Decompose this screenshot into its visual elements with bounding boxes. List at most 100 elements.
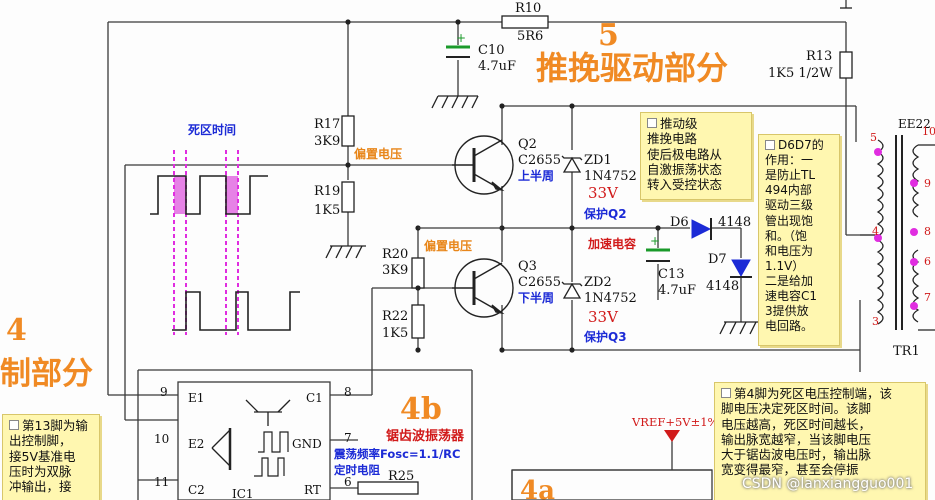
r19-ref: R19: [314, 184, 341, 199]
r20-value: 3K9: [382, 263, 409, 278]
zd2-function: 保护Q3: [584, 330, 627, 344]
c13-value: 4.7uF: [658, 283, 697, 298]
oscillator-section-number: 4b: [400, 392, 442, 427]
dead-time-waveform: [150, 150, 300, 335]
zd1-zener: [561, 155, 583, 173]
ic1-pin-9-number: 9: [160, 385, 168, 399]
note-icon: [9, 420, 19, 430]
note-line: 压时为双脉: [9, 463, 72, 479]
bias-voltage-label-2: 偏置电压: [424, 239, 473, 253]
dead-time-label: 死区时间: [188, 123, 237, 137]
vref-label: VREF+5V±1%: [632, 415, 719, 429]
r17-body: [341, 115, 355, 147]
q2-role: 上半周: [518, 169, 555, 183]
note-line: 大于锯齿波电压时，输出脉: [721, 447, 872, 462]
control-section-title: 制部分: [0, 356, 93, 392]
c10-ref: C10: [478, 43, 505, 58]
note-line: 494内部: [765, 183, 812, 198]
r17-value: 3K9: [314, 134, 341, 149]
note-line: D6D7的: [778, 138, 824, 152]
svg-text:+: +: [650, 234, 660, 248]
d6-diode: [691, 218, 712, 240]
ic1-pin-c1: C1: [306, 391, 323, 405]
tr1-pin-9: 9: [924, 177, 931, 190]
q2-ref: Q2: [518, 137, 537, 152]
c13-function: 加速电容: [588, 237, 637, 251]
r22-value: 1K5: [382, 326, 409, 341]
r22-body: [411, 304, 425, 339]
zd1-voltage: 33V: [588, 184, 618, 202]
tr1-pin-3: 3: [872, 315, 879, 328]
d7-value: 4148: [706, 279, 740, 294]
note-line: 是防止TL: [765, 168, 816, 183]
r10-value: 5R6: [517, 29, 544, 44]
d7-ref: D7: [708, 252, 727, 267]
push-pull-section-title: 推挽驱动部分: [536, 49, 729, 87]
zd1-value: 1N4752: [584, 169, 637, 184]
tr1-pin-7: 7: [924, 291, 931, 304]
r10-body: [501, 15, 549, 29]
ic1-pin-e1: E1: [188, 391, 205, 405]
r13-body: [839, 51, 853, 79]
note-icon: [765, 140, 775, 150]
ic1-pin-c2: C2: [188, 483, 205, 497]
oscillation-frequency-label: 震荡频率Fosc=1.1/RC: [334, 447, 461, 461]
q2-value: C2655: [518, 153, 562, 168]
note-line: 使后极电路从: [647, 146, 723, 162]
r17-ref: R17: [314, 117, 341, 132]
d6-value: 4148: [718, 215, 752, 230]
ic1-pin-e2: E2: [188, 437, 205, 451]
vref-arrow: [664, 430, 680, 442]
note-line: 和电压为: [765, 243, 814, 258]
section-4a-box: [511, 469, 713, 500]
d7-diode: [730, 259, 752, 278]
note-line: 二是给加: [765, 273, 814, 288]
q3-ref: Q3: [518, 259, 537, 274]
zd2-ref: ZD2: [584, 275, 612, 290]
zd1-ref: ZD1: [584, 153, 612, 168]
note-line: 宽变得最窄，甚至会停振: [721, 462, 859, 478]
c13-capacitor: +: [646, 234, 670, 262]
r19-value: 1K5: [314, 203, 341, 218]
ic1-pin-8-number: 8: [344, 385, 352, 399]
q3-transistor: [452, 258, 514, 318]
tr1-ref: TR1: [893, 344, 920, 359]
r20-ref: R20: [382, 247, 409, 262]
q2-transistor: [452, 135, 514, 195]
ic1-pin-7-number: 7: [344, 431, 352, 445]
q3-role: 下半周: [518, 291, 555, 305]
ic1-internal-transistor: [211, 399, 291, 477]
ic1-ref: IC1: [232, 487, 254, 500]
r25-body: [357, 481, 419, 495]
note-line: 接5V基准电: [9, 448, 76, 464]
pin13-note: 第13脚为输 出控制脚， 接5V基准电 压时为双脉 冲输出，接: [2, 414, 100, 500]
section-4a-number: 4a: [520, 476, 555, 500]
d6-ref: D6: [670, 215, 689, 230]
c10-value: 4.7uF: [478, 59, 517, 74]
tr1-pin-6: 6: [924, 255, 931, 268]
zd2-value: 1N4752: [584, 291, 637, 306]
pin4-note: 第4脚为死区电压控制端，该 脚电压决定死区时间。该脚 电压越高，死区时间越长， …: [714, 382, 926, 500]
tr1-pin-5: 5: [870, 131, 877, 144]
note-line: 自激振荡状态: [647, 161, 723, 177]
q3-value: C2655: [518, 275, 562, 290]
note-line: 转入受控状态: [647, 177, 723, 192]
ic1-pin-11-number: 11: [154, 475, 170, 489]
tr1-polarity-dots: [874, 148, 918, 310]
bias-voltage-label-1: 偏置电压: [354, 147, 403, 161]
tr1-pin-8: 8: [924, 225, 931, 238]
ground-symbols: [325, 7, 852, 335]
r13-value: 1K5 1/2W: [768, 66, 833, 81]
note-icon: [721, 388, 731, 398]
r22-ref: R22: [382, 309, 409, 324]
control-section-number: 4: [6, 313, 27, 348]
tr1-pin-4: 4: [872, 225, 879, 238]
zd2-voltage: 33V: [588, 308, 618, 326]
note-line: 冲输出，接: [9, 479, 72, 494]
tr1-core: EE22: [898, 117, 931, 131]
c13-ref: C13: [658, 267, 685, 282]
zd2-zener: [561, 281, 583, 299]
zd1-function: 保护Q2: [584, 207, 627, 221]
note-line: 电回路。: [765, 319, 814, 334]
